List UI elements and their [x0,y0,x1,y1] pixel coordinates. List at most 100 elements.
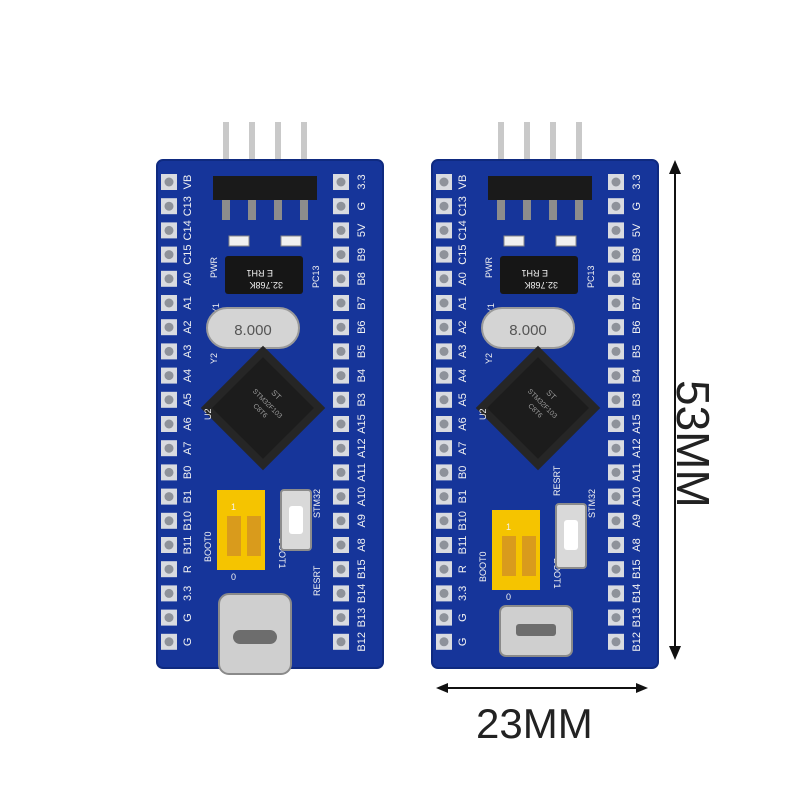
pin-label: B13 [631,608,643,628]
boot1-label: BOOT1 [277,538,287,569]
pin-hole [439,322,449,332]
pin-label: B7 [631,296,643,309]
pwr-label: PWR [209,257,219,278]
left-pin-column: VBC13C14C15A0A1A2A3A4A5A6A7B0B1B10B11R3.… [161,174,194,650]
crystal-8mhz-label: 8.000 [234,322,272,339]
pin-hole [336,516,346,526]
pin-hole [611,322,621,332]
pin-label: 5V [631,223,643,237]
pin-hole [164,613,174,623]
pin-label: 3.3 [182,586,194,601]
pin-label: B6 [631,320,643,333]
pin-label: B15 [631,559,643,579]
pin-hole [611,371,621,381]
pwr-led [228,235,250,247]
stm32-label: STM32 [312,489,322,518]
pc13-led [555,235,577,247]
pin-label: G [356,202,368,211]
pin-hole [164,516,174,526]
pin-label: C14 [182,220,194,240]
pin-hole [336,613,346,623]
pin-label: B12 [631,632,643,652]
boot1-jumper-cap [247,516,261,556]
swd-header [488,176,592,200]
pin-hole [336,467,346,477]
pin-hole [336,540,346,550]
pin-label: A15 [356,414,368,434]
pin-label: B0 [457,466,469,479]
pin-label: A6 [457,417,469,430]
pin-label: C13 [182,196,194,216]
pin-label: A7 [182,441,194,454]
pin-hole [611,467,621,477]
y2-label: Y2 [209,353,219,364]
width-dimension-label: 23MM [476,700,593,747]
left-pin-column: VBC13C14C15A0A1A2A3A4A5A6A7B0B1B10B11R3.… [436,174,469,650]
pin-label: A8 [631,538,643,551]
pin-label: B10 [182,511,194,531]
pin-hole [164,274,174,284]
pin-hole [439,395,449,405]
pin-label: B5 [356,345,368,358]
pin-hole [439,588,449,598]
height-dimension-label: 53MM [667,380,719,508]
pin-label: C15 [182,245,194,265]
pin-label: 3.3 [457,586,469,601]
pin-hole [439,201,449,211]
pin-label: R [182,565,194,573]
crystal-8mhz [206,307,300,349]
right-pin-column: 3.3G5VB9B8B7B6B5B4B3A15A12A11A10A9A8B15B… [608,174,643,652]
pwr-led [503,235,525,247]
y1-label: Y1 [486,303,496,314]
pin-hole [164,225,174,235]
pin-hole [439,467,449,477]
pin-label: A8 [356,538,368,551]
u2-label: U2 [478,408,488,420]
pc13-led [280,235,302,247]
pin-label: G [182,638,194,647]
header-pins [223,122,307,178]
pin-label: B4 [631,369,643,382]
pin-hole [164,298,174,308]
pin-hole [164,564,174,574]
pin-label: B14 [631,584,643,604]
board-micro-usb: VBC13C14C15A0A1A2A3A4A5A6A7B0B1B10B11R3.… [431,122,659,669]
jumper-zero-label: 0 [231,572,236,582]
pin-hole [164,443,174,453]
pin-label: A3 [457,345,469,358]
pin-label: A15 [631,414,643,434]
pin-hole [439,613,449,623]
pin-hole [336,177,346,187]
pin-label: A9 [631,514,643,527]
pin-label: A11 [631,463,643,482]
pin-hole [336,637,346,647]
pin-label: B11 [182,536,194,555]
pin-hole [164,588,174,598]
pin-hole [439,250,449,260]
crystal-8mhz [481,307,575,349]
pin-label: B3 [356,393,368,406]
pin-hole [611,395,621,405]
pin-hole [164,419,174,429]
pin-label: B13 [356,608,368,628]
pin-hole [336,346,346,356]
pin-hole [611,588,621,598]
pin-hole [611,201,621,211]
pin-hole [611,516,621,526]
pin-hole [611,419,621,429]
pin-label: A11 [356,463,368,482]
pin-hole [164,201,174,211]
pin-label: B11 [457,536,469,555]
pin-label: B3 [631,393,643,406]
pin-label: B4 [356,369,368,382]
pin-hole [439,225,449,235]
pin-hole [336,564,346,574]
pin-hole [439,298,449,308]
pin-label: A10 [631,487,643,507]
pin-hole [439,516,449,526]
pin-hole [336,492,346,502]
crystal-32k [225,256,303,294]
crystal-32k-label: 32.768K [249,280,283,290]
boot0-jumper-cap [502,536,516,576]
crystal-32k-label: 32.768K [524,280,558,290]
